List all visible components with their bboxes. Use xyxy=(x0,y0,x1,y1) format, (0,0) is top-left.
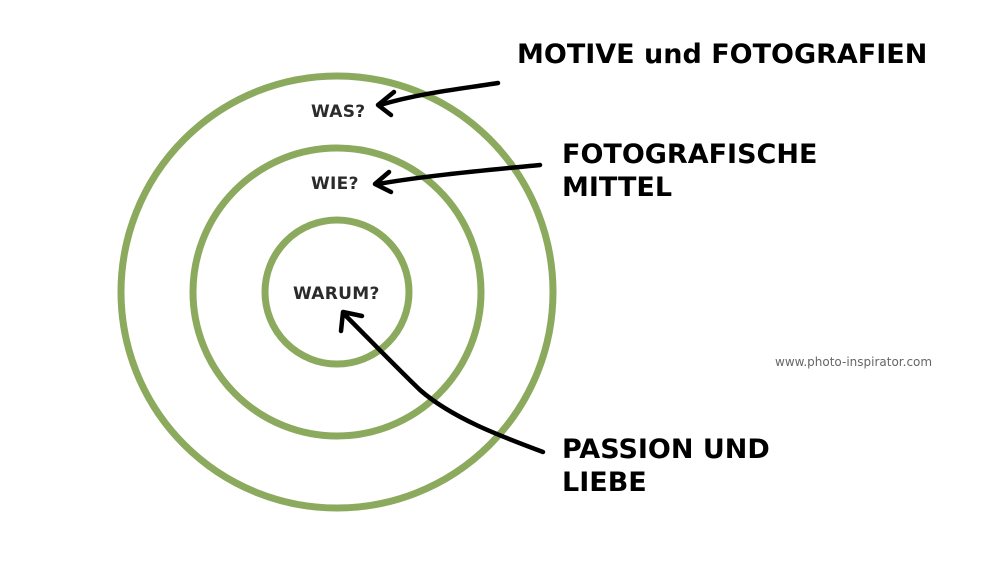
callout-mittel-line2: MITTEL xyxy=(562,172,673,203)
inner-ring xyxy=(261,216,413,368)
watermark-url: www.photo-inspirator.com xyxy=(775,355,933,369)
arrow-mittel xyxy=(372,162,543,195)
was-label: WAS? xyxy=(311,102,366,122)
callout-passion-line1: PASSION UND xyxy=(562,434,770,465)
callout-passion: PASSION UND LIEBE xyxy=(562,433,770,499)
arrow-motive xyxy=(375,80,501,118)
wie-label: WIE? xyxy=(311,174,359,194)
callout-motive: MOTIVE und FOTOGRAFIEN xyxy=(517,39,928,70)
callout-mittel: FOTOGRAFISCHE MITTEL xyxy=(562,138,817,204)
middle-ring xyxy=(189,144,485,440)
callout-mittel-line1: FOTOGRAFISCHE xyxy=(562,139,818,170)
outer-ring xyxy=(117,72,557,512)
warum-label: WARUM? xyxy=(293,284,380,304)
arrow-passion xyxy=(338,309,546,455)
callout-passion-line2: LIEBE xyxy=(562,467,647,498)
